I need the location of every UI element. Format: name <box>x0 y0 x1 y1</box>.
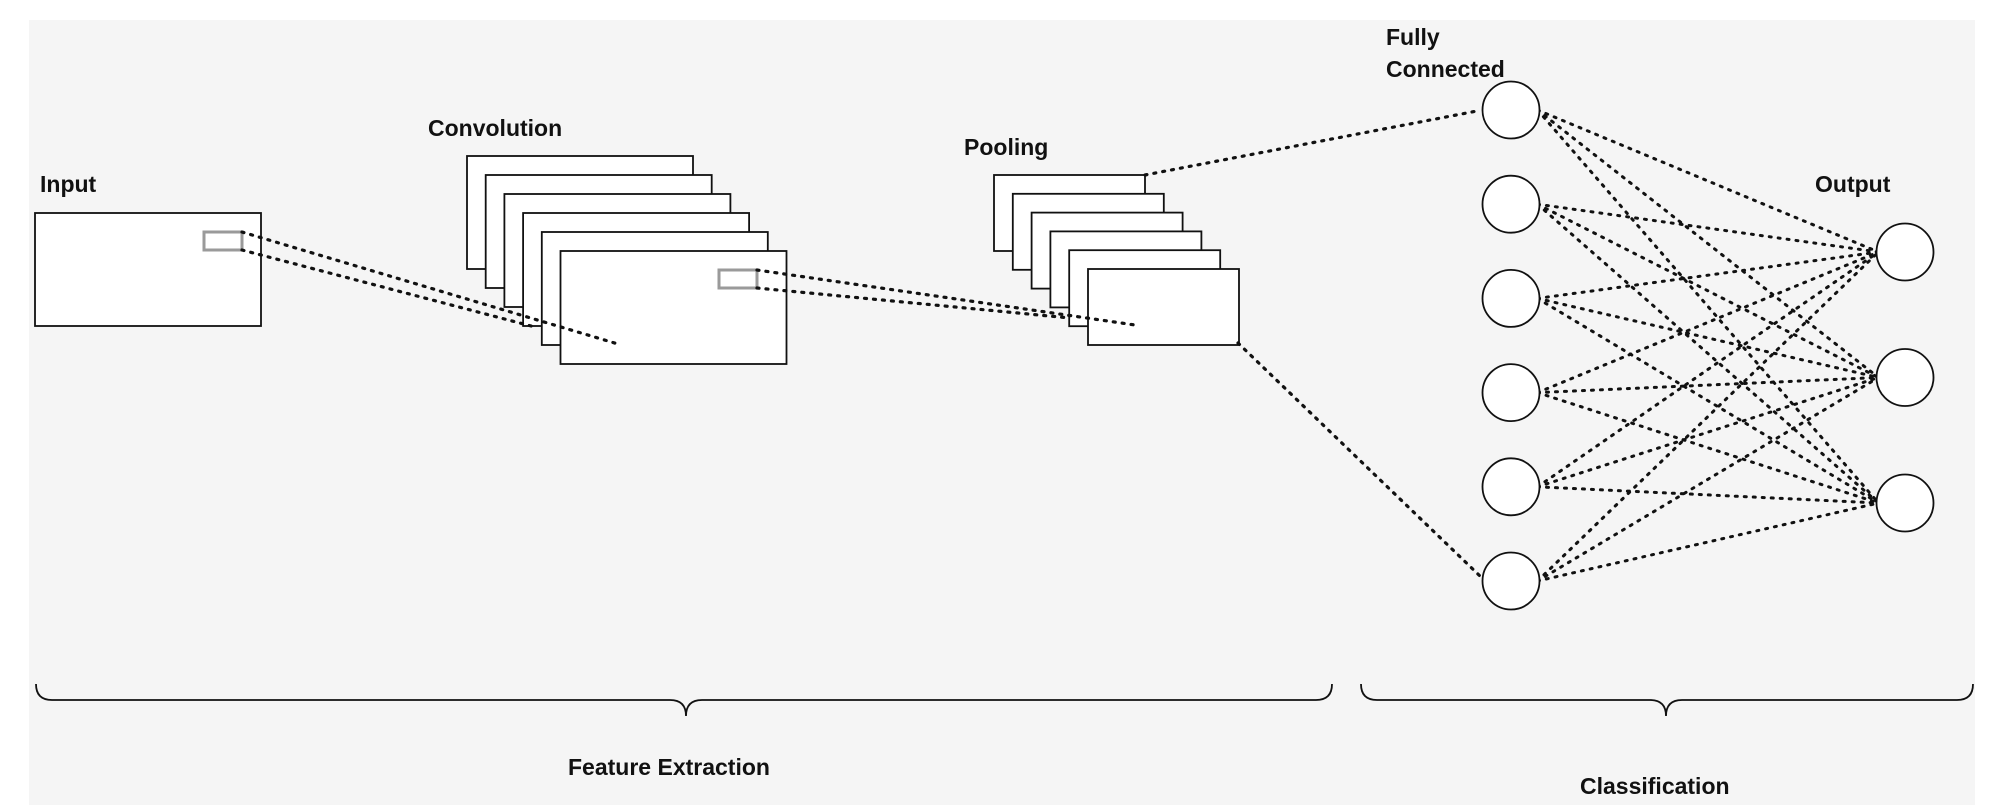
fc-to-output-edge <box>1536 250 1880 300</box>
fully-connected-node <box>1481 551 1541 611</box>
convolution-label: Convolution <box>428 115 563 141</box>
pooling-stack <box>993 174 1240 346</box>
fc-to-output-edge <box>1536 202 1880 505</box>
convolution-stack <box>466 155 788 365</box>
fully-connected-node <box>1481 268 1541 328</box>
pooling-label: Pooling <box>964 134 1049 160</box>
fc-to-output-edge <box>1536 250 1880 583</box>
input-kernel <box>202 230 244 252</box>
feature-connectors <box>240 109 1483 579</box>
fc-to-output-edge <box>1536 376 1880 583</box>
feature-extraction-label: Feature Extraction <box>568 754 770 780</box>
fc-to-output-edge <box>1536 376 1880 489</box>
fully-connected-label-line1: Fully <box>1386 24 1440 50</box>
classification-label: Classification <box>1580 773 1730 799</box>
classification-brace <box>1360 683 1974 717</box>
fc-to-output-edge <box>1536 391 1880 505</box>
fully-connected-node <box>1481 80 1541 140</box>
output-label: Output <box>1815 171 1891 197</box>
conv-kernel <box>717 268 759 290</box>
input-label: Input <box>40 171 97 197</box>
fc-to-output-edge <box>1536 108 1880 254</box>
input-to-conv-line-bottom <box>240 248 537 329</box>
fc-to-output-edge <box>1536 108 1880 505</box>
pool-to-fc-line-top <box>1143 109 1479 177</box>
feature-extraction-brace <box>35 683 1333 717</box>
output-node <box>1875 222 1935 282</box>
fc-to-output-edge <box>1536 202 1880 379</box>
fc-to-output-edge <box>1536 376 1880 395</box>
fc-to-output-edge <box>1536 250 1880 489</box>
canvas-background <box>29 20 1975 805</box>
conv-feature-map <box>559 250 788 365</box>
output-layer <box>1875 222 1935 533</box>
fc-to-output-edge <box>1536 250 1880 395</box>
pool-feature-map <box>1087 268 1240 346</box>
fc-to-output-connections <box>1536 108 1880 583</box>
fc-to-output-edge <box>1536 202 1880 254</box>
fully-connected-node <box>1481 457 1541 517</box>
fully-connected-layer <box>1481 80 1541 611</box>
fully-connected-node <box>1481 363 1541 423</box>
fully-connected-node <box>1481 174 1541 234</box>
fc-to-output-edge <box>1536 108 1880 379</box>
fc-to-output-edge <box>1536 485 1880 505</box>
input-to-conv-line-top <box>240 230 620 346</box>
input-map <box>34 212 262 327</box>
conv-to-pool-line-top <box>755 268 1137 327</box>
pool-to-fc-line-bottom <box>1236 341 1483 579</box>
output-node <box>1875 348 1935 407</box>
conv-to-pool-line-bottom <box>755 286 1072 320</box>
output-node <box>1875 473 1935 533</box>
fully-connected-label-line2: Connected <box>1386 56 1505 82</box>
fc-to-output-edge <box>1536 296 1880 505</box>
